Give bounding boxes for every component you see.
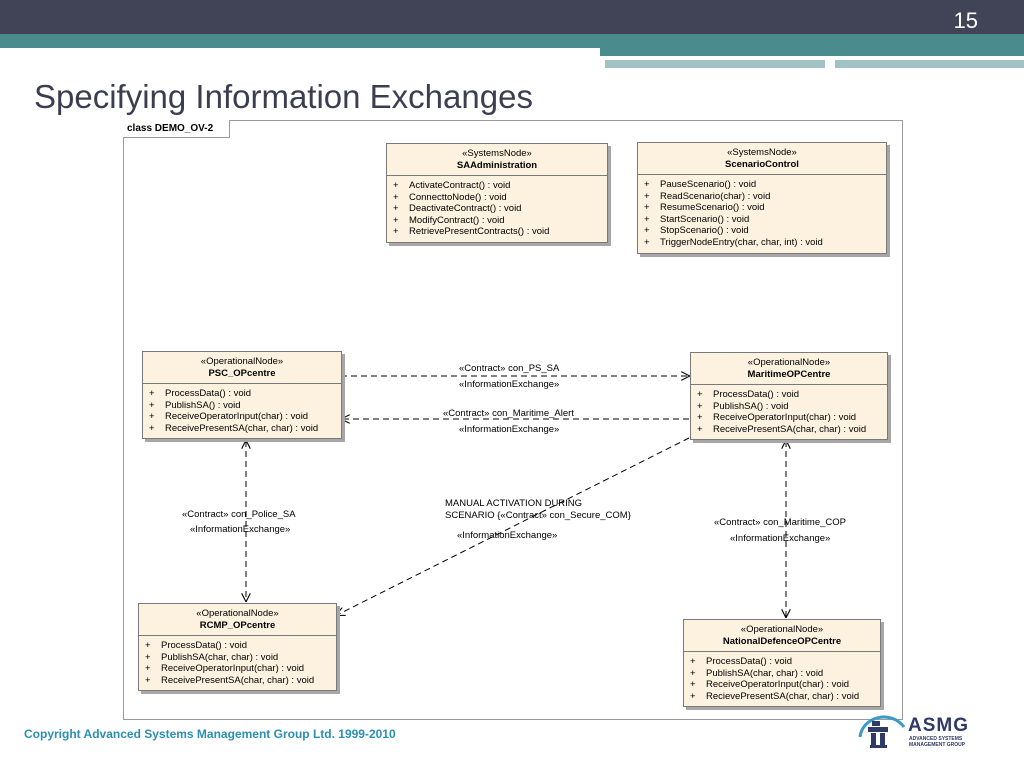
class-operations: +ProcessData() : void +PublishSA(char, c… — [684, 652, 880, 706]
operation: +DeactivateContract() : void — [393, 203, 522, 215]
class-header: «OperationalNode» RCMP_OPcentre — [139, 604, 336, 636]
operation: +PublishSA() : void — [149, 399, 241, 411]
diagram-frame-label: class DEMO_OV-2 — [123, 120, 231, 138]
class-header: «SystemsNode» SAAdministration — [387, 144, 607, 176]
operation: +ReceivePresentSA(char, char) : void — [145, 674, 315, 686]
class-operations: +ActivateContract() : void +ConnecttoNod… — [387, 176, 607, 242]
operation: +ActivateContract() : void — [393, 180, 511, 191]
class-operations: +ProcessData() : void +PublishSA() : voi… — [143, 384, 341, 438]
operation: +RetrievePresentContracts() : void — [393, 226, 550, 238]
link-label-secure-com-note-1: MANUAL ACTIVATION DURING — [445, 498, 583, 509]
slide-header-bar — [0, 0, 1024, 34]
class-sa-administration[interactable]: «SystemsNode» SAAdministration +Activate… — [386, 143, 608, 243]
logo-subtext: ADVANCED SYSTEMS MANAGEMENT GROUP — [909, 736, 966, 748]
class-scenario-control[interactable]: «SystemsNode» ScenarioControl +PauseScen… — [637, 142, 887, 254]
class-name: MaritimeOPCentre — [747, 368, 831, 380]
operation: +ProcessData() : void — [697, 389, 800, 400]
operation: +ModifyContract() : void — [393, 214, 505, 226]
inukshuk-arc-icon — [858, 715, 906, 748]
class-stereotype: «OperationalNode» — [200, 356, 284, 367]
class-stereotype: «OperationalNode» — [747, 357, 831, 368]
class-operations: +ProcessData() : void +PublishSA(char, c… — [139, 636, 336, 690]
class-operations: +ProcessData() : void +PublishSA() : voi… — [691, 385, 887, 439]
class-name: ScenarioControl — [725, 158, 799, 170]
class-rcmp-opcentre[interactable]: «OperationalNode» RCMP_OPcentre +Process… — [138, 603, 337, 692]
copyright-text: Copyright Advanced Systems Management Gr… — [24, 727, 396, 741]
class-header: «OperationalNode» PSC_OPcentre — [143, 352, 341, 384]
class-maritime-opcentre[interactable]: «OperationalNode» MaritimeOPCentre +Proc… — [690, 352, 888, 441]
operation: +ReadScenario(char) : void — [644, 190, 771, 202]
operation: +StopScenario() : void — [644, 225, 749, 237]
link-label-police-sa-kind: «InformationExchange» — [190, 524, 291, 535]
slide-number: 15 — [953, 8, 978, 33]
connector-secure-com — [337, 437, 690, 615]
link-label-maritime-cop-kind: «InformationExchange» — [730, 533, 831, 544]
operation: +PublishSA() : void — [697, 400, 789, 412]
link-label-secure-com-kind: «InformationExchange» — [457, 530, 558, 541]
class-header: «OperationalNode» MaritimeOPCentre — [691, 353, 887, 385]
operation: +ReceiveOperatorInput(char) : void — [145, 663, 305, 675]
header-accent-stripe-light — [605, 60, 825, 68]
class-stereotype: «SystemsNode» — [727, 147, 797, 158]
operation: +PauseScenario() : void — [644, 179, 757, 190]
operation: +TriggerNodeEntry(char, char, int) : voi… — [644, 236, 823, 248]
operation: +ReceivePresentSA(char, char) : void — [697, 423, 867, 435]
operation: +PublishSA(char, char) : void — [145, 651, 279, 663]
operation: +ConnecttoNode() : void — [393, 191, 507, 203]
class-stereotype: «SystemsNode» — [462, 148, 532, 159]
class-name: RCMP_OPcentre — [199, 619, 276, 631]
operation: +PublishSA(char, char) : void — [690, 667, 824, 679]
operation: +StartScenario() : void — [644, 213, 750, 225]
link-label-secure-com-note-2: SCENARIO {«Contract» con_Secure_COM} — [445, 510, 631, 521]
operation: +ProcessData() : void — [149, 388, 252, 399]
operation: +ProcessData() : void — [145, 640, 248, 651]
header-accent-band — [0, 34, 1024, 48]
header-accent-stripe — [600, 48, 1024, 56]
operation: +ProcessData() : void — [690, 656, 793, 667]
class-name: NationalDefenceOPCentre — [722, 635, 842, 647]
class-name: PSC_OPcentre — [208, 367, 276, 379]
class-stereotype: «OperationalNode» — [740, 624, 824, 635]
operation: +ReceivePresentSA(char, char) : void — [149, 422, 319, 434]
link-label-police-sa-contract: «Contract» con_Police_SA — [182, 509, 296, 520]
class-stereotype: «OperationalNode» — [196, 608, 279, 619]
operation: +RecievePresentSA(char, char) : void — [690, 690, 860, 702]
class-psc-opcentre[interactable]: «OperationalNode» PSC_OPcentre +ProcessD… — [142, 351, 342, 440]
link-label-maritime-alert-contract: «Contract» con_Maritime_Alert — [443, 408, 574, 419]
operation: +ReceiveOperatorInput(char) : void — [149, 411, 309, 423]
operation: +ReceiveOperatorInput(char) : void — [697, 412, 857, 424]
operation: +ReceiveOperatorInput(char) : void — [690, 679, 850, 691]
operation: +ResumeScenario() : void — [644, 202, 765, 214]
class-operations: +PauseScenario() : void +ReadScenario(ch… — [638, 175, 886, 253]
link-label-ps-sa-kind: «InformationExchange» — [459, 379, 560, 390]
class-header: «OperationalNode» NationalDefenceOPCentr… — [684, 620, 880, 652]
header-accent-stripe-light-right — [835, 60, 1024, 68]
link-label-ps-sa-contract: «Contract» con_PS_SA — [459, 363, 560, 374]
link-label-maritime-alert-kind: «InformationExchange» — [459, 424, 560, 435]
slide-title: Specifying Information Exchanges — [34, 78, 533, 115]
link-label-maritime-cop-contract: «Contract» con_Maritime_COP — [714, 517, 846, 528]
class-national-defence-opcentre[interactable]: «OperationalNode» NationalDefenceOPCentr… — [683, 619, 881, 708]
logo-text: ASMG — [908, 715, 969, 736]
class-name: SAAdministration — [456, 159, 538, 171]
class-header: «SystemsNode» ScenarioControl — [638, 143, 886, 175]
